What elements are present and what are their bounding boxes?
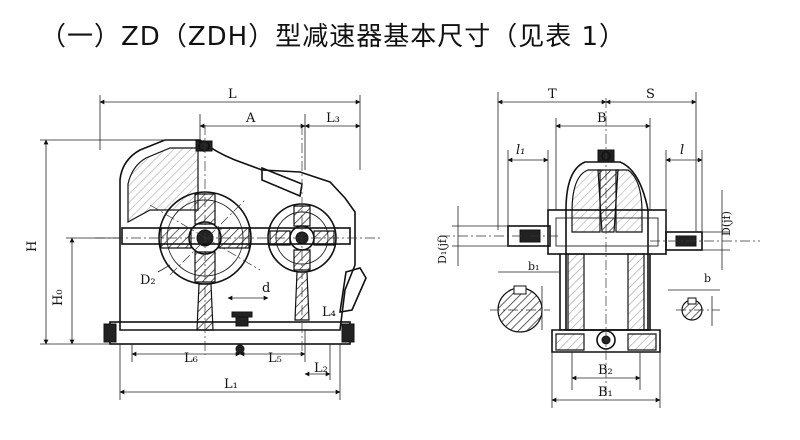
- side-rib: [597, 169, 619, 233]
- label-l: l: [680, 143, 684, 158]
- label-H0: H₀: [51, 289, 66, 306]
- label-L6: L₆: [184, 351, 198, 366]
- label-L5: L₅: [268, 351, 282, 366]
- front-view: L A L₃ H H₀ D₂ d L₄ L₆ L₅: [25, 87, 380, 400]
- side-leg-left: [567, 253, 585, 331]
- oil-sight-window: [261, 166, 303, 198]
- side-housing-shading: [571, 169, 601, 233]
- lifting-eye: [195, 140, 213, 152]
- side-housing-shading-right: [615, 169, 643, 233]
- dipstick: [339, 267, 367, 313]
- side-leg-right: [627, 253, 645, 331]
- side-view: T S B l₁ l D₁(jf) D(jf) b₁ b: [436, 87, 760, 408]
- label-L2: L₂: [314, 361, 328, 376]
- input-shaft: [440, 225, 560, 247]
- keyway-section-left: [490, 285, 550, 333]
- housing-top-shading: [127, 147, 199, 224]
- base-bolt-left: [103, 323, 117, 343]
- label-A: A: [245, 111, 256, 126]
- label-S: S: [646, 87, 655, 102]
- side-flange-inner: [555, 217, 659, 247]
- base-bolt-right: [341, 323, 355, 343]
- drain-plug: [235, 344, 245, 354]
- label-B1: B₁: [598, 385, 613, 400]
- label-D: D(jf): [720, 211, 733, 236]
- diagram-title: （一）ZD（ZDH）型减速器基本尺寸（见表 1）: [40, 22, 627, 52]
- side-base-feet-right: [627, 333, 657, 351]
- oil-plug: [231, 311, 253, 327]
- label-H: H: [25, 241, 40, 252]
- label-d: d: [262, 281, 270, 296]
- label-b1: b₁: [528, 260, 539, 273]
- label-L4: L₄: [322, 305, 336, 320]
- output-shaft: [650, 231, 760, 251]
- cross-bar: [121, 227, 351, 245]
- housing-base: [109, 321, 351, 345]
- label-D1: D₁(jf): [436, 235, 449, 264]
- label-B: B: [597, 111, 607, 126]
- label-T: T: [548, 87, 557, 102]
- label-D2: D₂: [140, 273, 156, 288]
- side-base-feet: [555, 333, 585, 351]
- label-L: L: [228, 87, 237, 102]
- label-b: b: [704, 272, 711, 285]
- label-L1: L₁: [224, 377, 238, 392]
- label-l1: l₁: [516, 143, 525, 158]
- label-B2: B₂: [598, 363, 613, 378]
- label-L3: L₃: [326, 111, 340, 126]
- keyway-section-right: [676, 297, 720, 321]
